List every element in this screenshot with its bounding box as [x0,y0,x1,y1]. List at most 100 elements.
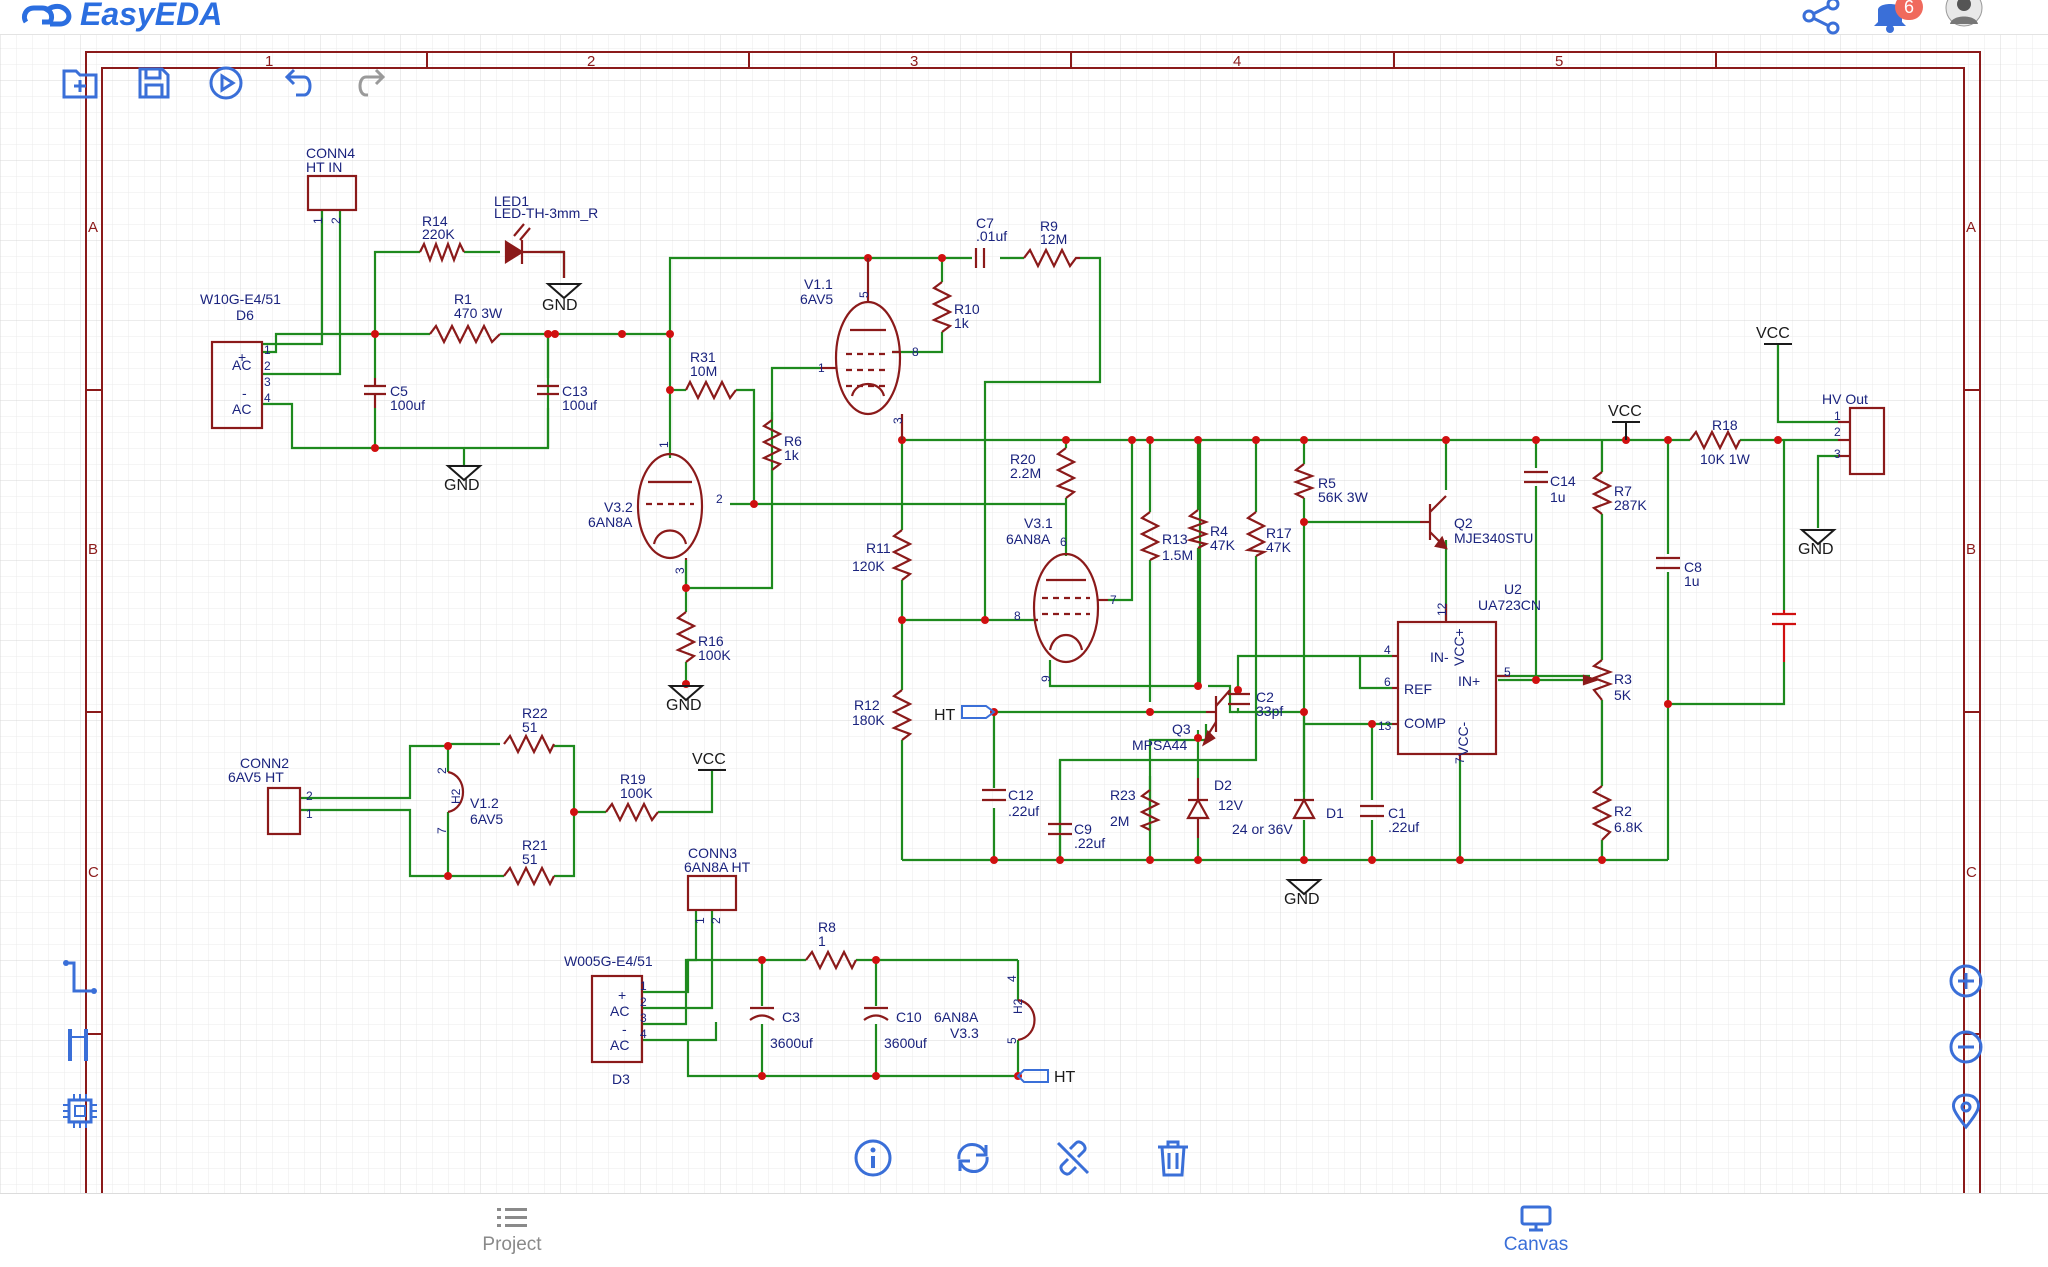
share-icon[interactable] [1800,0,1842,41]
q3-type: MPSA44 [1132,737,1187,753]
svg-text:1: 1 [818,361,825,375]
col-4: 4 [1233,53,1241,70]
frame-labels: 1 2 3 4 5 A B C A B C [88,53,1977,881]
v33-type: 6AN8A [934,1009,979,1025]
vcc-label-2: VCC [1608,403,1642,420]
add-file-button[interactable] [60,63,100,108]
led1-type: LED-TH-3mm_R [494,205,598,221]
zoom-out-button[interactable] [1946,1027,1986,1072]
r18-value: 10K 1W [1700,451,1751,467]
led1-label: LED1 [494,193,529,209]
unlink-button[interactable] [1052,1137,1094,1184]
wire-tool[interactable] [60,957,100,1002]
svg-text:2: 2 [264,359,271,373]
r5-value: 56K 3W [1318,489,1369,505]
save-icon [138,67,170,99]
r8-label: R8 [818,919,836,935]
schematic-labels: CONN4 HT IN LED1 LED-TH-3mm_R R14 220K C… [200,145,1868,1087]
d6-minus: - [242,385,247,401]
r14-value: 220K [422,226,455,242]
c1-label: C1 [1388,805,1406,821]
r3-label: R3 [1614,671,1632,687]
v12-label: V1.2 [470,795,499,811]
u2-pin-comp: COMP [1404,715,1446,731]
r2-value: 6.8K [1614,819,1643,835]
d3-ac-top: AC [610,1003,629,1019]
conn3-type: 6AN8A HT [684,859,751,875]
junctions [371,254,1782,1080]
bus-tool[interactable] [60,1025,100,1070]
conn2-label: CONN2 [240,755,289,771]
d2-label: D2 [1214,777,1232,793]
v32-type: 6AN8A [588,514,633,530]
w10g-label: W10G-E4/51 [200,291,281,307]
c1-value: .22uf [1388,819,1419,835]
r5-label: R5 [1318,475,1336,491]
gnd-label-4: GND [1284,891,1320,908]
locate-icon [1952,1093,1980,1130]
save-button[interactable] [134,63,174,108]
sheet-frame [85,51,1981,1193]
undo-button[interactable] [278,63,318,108]
svg-text:2: 2 [1834,425,1841,439]
c5-label: C5 [390,383,408,399]
svg-text:H2: H2 [1011,998,1025,1014]
component-tool[interactable] [60,1091,100,1136]
undo-icon [284,68,312,97]
svg-text:7: 7 [435,827,449,834]
q2-type: MJE340STU [1454,530,1533,546]
row-c: C [88,864,99,881]
d3-ac-bottom: AC [610,1037,629,1053]
info-button[interactable] [852,1137,894,1184]
row-b-right: B [1966,541,1976,558]
notification-badge: 6 [1895,0,1923,20]
svg-text:13: 13 [1378,719,1392,733]
d2-value: 12V [1218,797,1244,813]
r20-label: R20 [1010,451,1036,467]
svg-text:3: 3 [673,567,687,574]
schematic-canvas[interactable]: 1 2 3 4 5 A B C A B C [0,35,2048,1193]
svg-text:2: 2 [640,995,647,1009]
zoom-in-button[interactable] [1946,961,1986,1006]
c14-label: C14 [1550,473,1576,489]
row-b: B [88,541,98,558]
redo-button[interactable] [352,63,392,108]
avatar[interactable] [1942,0,1986,35]
svg-text:9: 9 [1039,675,1053,682]
d6-ac-top: AC [232,357,251,373]
col-3: 3 [910,53,918,70]
c10-value: 3600uf [884,1035,927,1051]
rotate-icon [957,1143,989,1173]
r4-value: 47K [1210,537,1236,553]
run-button[interactable] [206,63,246,108]
conn2-type: 6AV5 HT [228,769,284,785]
pin-numbers: 12 34 1 2 2 1 3 5 8 1 3 8 7 6 9 4 6 13 5… [264,217,1841,1044]
r23-value: 2M [1110,813,1129,829]
q2-label: Q2 [1454,515,1473,531]
locate-button[interactable] [1946,1091,1986,1136]
r13-label: R13 [1162,531,1188,547]
r31-value: 10M [690,363,717,379]
easyeda-logo-icon [21,3,72,27]
gnd-label-2: GND [444,477,480,494]
r17-value: 47K [1266,539,1292,555]
tab-canvas[interactable]: Canvas [1386,1194,1686,1256]
d6-plus: + [238,349,246,365]
svg-text:8: 8 [912,345,919,359]
r4-label: R4 [1210,523,1228,539]
conn4-label: CONN4 [306,145,355,161]
gnd-label-1: GND [542,297,578,314]
svg-text:4: 4 [1384,643,1391,657]
svg-text:1: 1 [306,807,313,821]
c13-value: 100uf [562,397,597,413]
app-name: EasyEDA [80,0,223,32]
v11-label: V1.1 [804,276,833,292]
rotate-button[interactable] [952,1137,994,1184]
v11-type: 6AV5 [800,291,833,307]
r31-label: R31 [690,349,716,365]
r16-label: R16 [698,633,724,649]
svg-text:1: 1 [640,979,647,993]
r19-value: 100K [620,785,653,801]
delete-button[interactable] [1152,1137,1194,1184]
tab-project[interactable]: Project [362,1194,662,1256]
